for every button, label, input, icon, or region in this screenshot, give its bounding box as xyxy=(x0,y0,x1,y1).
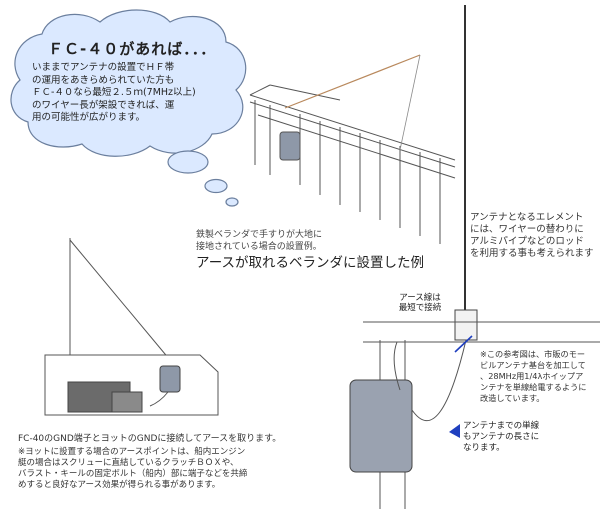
yacht-caption: FC-40のGND端子とヨットのGNDに接続してアースを取ります。 xyxy=(18,434,282,444)
yacht-ground-wire xyxy=(149,391,169,407)
veranda-note: 鉄製ベランダで手すりが大地に 接地されている場合の設置例。 xyxy=(196,230,323,252)
feed-wire-note: アンテナまでの単線 もアンテナの長さに なります。 xyxy=(463,421,540,453)
cloud-bubble-small xyxy=(225,197,239,207)
antenna-base xyxy=(454,309,478,341)
cloud-bubble-medium xyxy=(204,178,228,194)
veranda-illustration xyxy=(249,54,456,244)
bubble-title: ＦＣ-４０があれば．．． xyxy=(48,40,217,58)
veranda-support-line xyxy=(399,54,421,151)
veranda-tuner-box xyxy=(279,131,301,161)
yacht-illustration xyxy=(44,238,219,416)
veranda-posts xyxy=(254,100,441,244)
yacht-hatch xyxy=(111,391,143,413)
veranda-mid-rail xyxy=(257,114,456,179)
yacht-stay-wire xyxy=(69,239,171,361)
whip-antenna-illustration xyxy=(349,5,600,509)
bubble-body: いままでアンテナの設置でＨＦ帯 の運用をあきらめられていた方も ＦＣ-４０なら最… xyxy=(32,62,196,123)
veranda-corner xyxy=(249,84,271,96)
yacht-tuner-box xyxy=(159,365,181,393)
veranda-title: アースが取れるベランダに設置した例 xyxy=(196,255,425,271)
yacht-note: ※ヨットに設置する場合のアースポイントは、船内エンジン 艇の場合はスクリューに直… xyxy=(18,447,248,490)
veranda-side-rail xyxy=(269,84,341,101)
thought-cloud xyxy=(10,9,247,207)
antenna-element-note: アンテナとなるエレメント には、ワイヤーの替わりに アルミパイプなどのロッド を… xyxy=(470,212,594,259)
remark-note: ※この参考図は、市販のモー ビルアンテナ基台を加工して 、28MHz用1/4λホ… xyxy=(480,349,587,403)
veranda-top-rail-inner xyxy=(249,101,456,168)
cloud-bubble-large xyxy=(167,150,209,174)
cloud-shape xyxy=(10,9,247,157)
earth-wire xyxy=(393,341,401,391)
veranda-top-rail xyxy=(249,94,456,161)
feed-wire xyxy=(411,339,467,422)
earth-wire-label: アース線は 最短で接続 xyxy=(398,293,442,313)
remark-arrow xyxy=(454,335,473,353)
veranda-antenna-wire xyxy=(284,54,421,109)
fc40-tuner-box xyxy=(349,379,413,473)
wire-note-arrow xyxy=(449,424,460,438)
